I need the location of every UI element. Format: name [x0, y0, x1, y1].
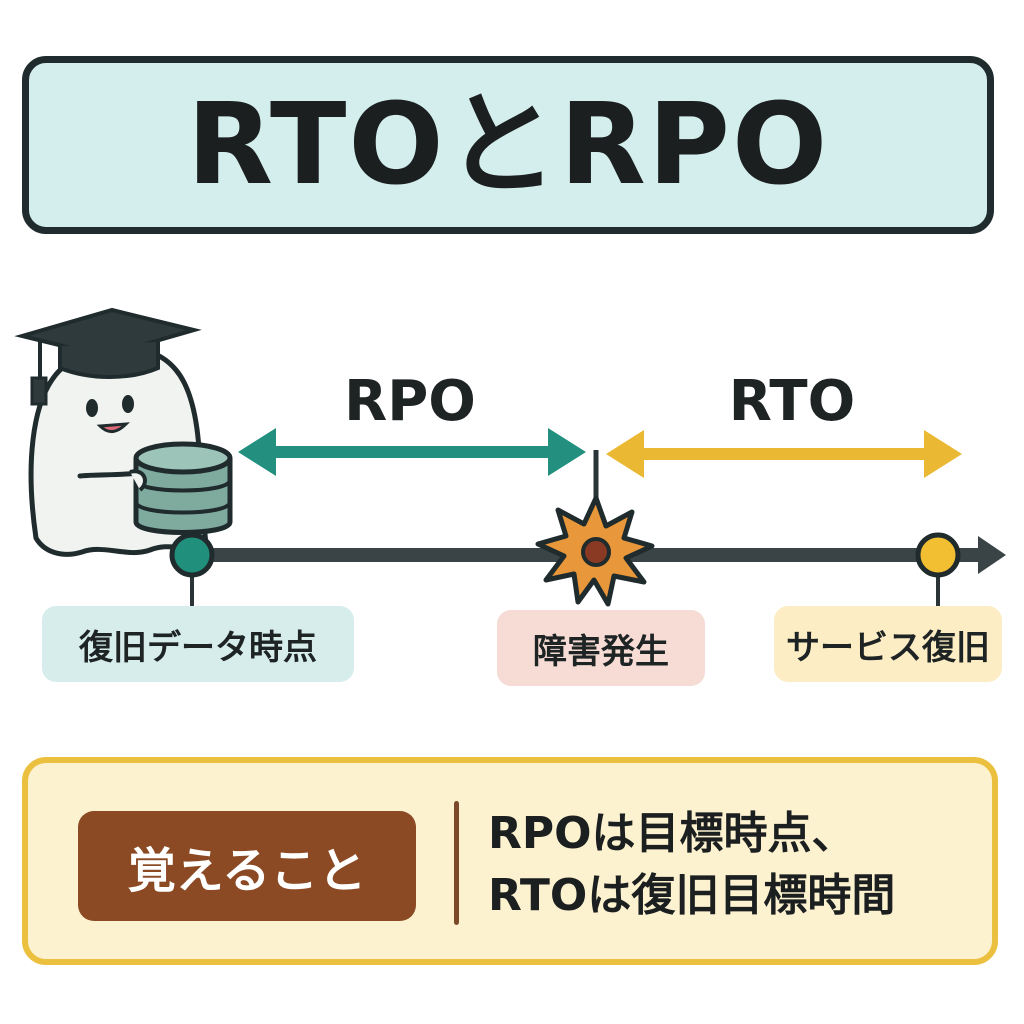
memo-box: 覚えること RPOは目標時点、 RTOは復旧目標時間 [22, 757, 998, 965]
rto-label: RTO [729, 369, 855, 434]
rpo-label: RPO [344, 369, 476, 434]
memo-line-rto: RTOは復旧目標時間 [488, 870, 896, 921]
service-restore-label: サービス復旧 [774, 606, 1002, 682]
page-title: RTOとRPO [186, 80, 830, 210]
memo-line-rpo: RPOは目標時点、 [488, 808, 856, 859]
service-restore-dot [915, 532, 961, 578]
memo-badge: 覚えること [78, 811, 416, 921]
restore-point-dot [169, 532, 215, 578]
graduation-cap-icon [14, 307, 202, 406]
memo-divider [454, 801, 459, 925]
rto-rpo-timeline-diagram: RPO RTO [14, 307, 1006, 607]
failure-burst-icon [535, 495, 655, 607]
memo-text: RPOは目標時点、 RTOは復旧目標時間 [488, 803, 988, 927]
rpo-span-arrow [238, 428, 586, 476]
restore-data-point-label: 復旧データ時点 [42, 606, 354, 682]
title-banner: RTOとRPO [22, 56, 994, 234]
database-icon [129, 441, 233, 535]
rto-span-arrow [606, 430, 962, 478]
failure-label: 障害発生 [497, 610, 705, 686]
